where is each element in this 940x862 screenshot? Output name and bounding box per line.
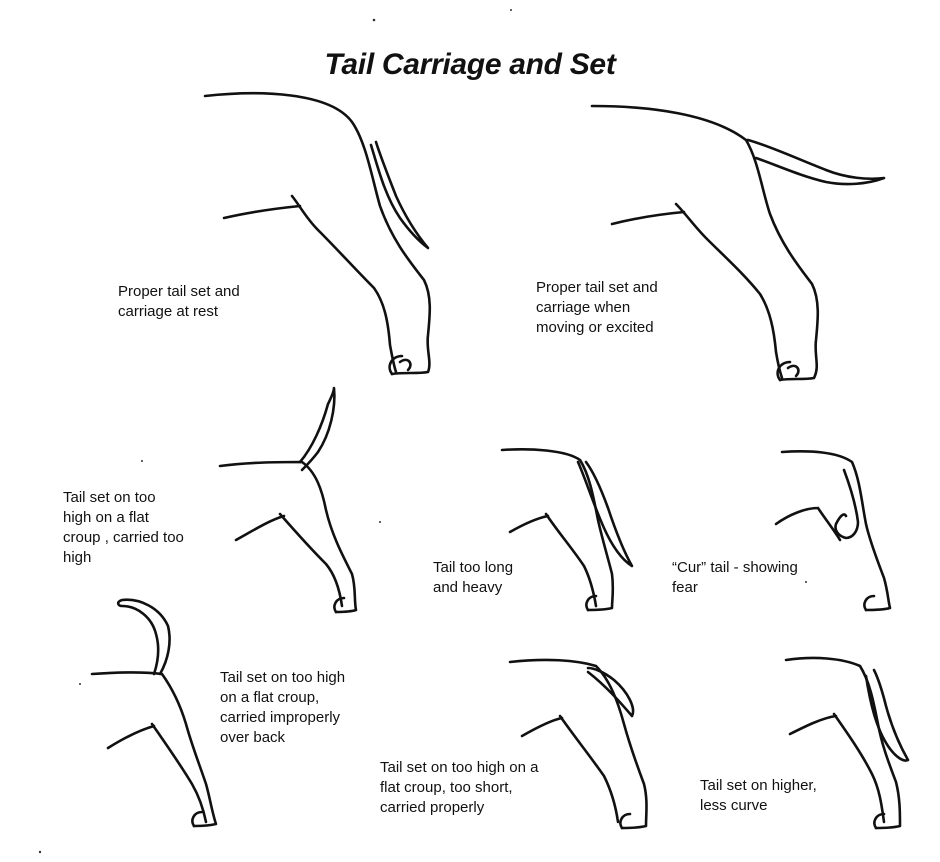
figure-moving-drawing xyxy=(590,104,886,382)
less-curve-tail xyxy=(864,668,910,762)
over-back-hind-leg xyxy=(106,722,208,824)
caption-rest: Proper tail set and carriage at rest xyxy=(118,283,240,320)
figure-cur-drawing xyxy=(774,450,892,612)
long-heavy-hind-leg xyxy=(508,512,598,608)
too-short-tail xyxy=(586,666,635,718)
scan-speck xyxy=(38,850,42,854)
caption-over-back: Tail set on too high on a flat croup, ca… xyxy=(220,669,346,746)
long-heavy-body-outline xyxy=(500,448,615,612)
long-heavy-tail xyxy=(576,460,634,568)
scan-speck xyxy=(379,521,381,523)
over-back-tail xyxy=(116,598,171,676)
caption-long-heavy: Tail too long and heavy xyxy=(433,559,514,596)
moving-tail xyxy=(746,138,886,186)
scan-speck xyxy=(79,683,81,685)
scan-speck xyxy=(510,9,512,11)
less-curve-hind-leg xyxy=(788,712,886,824)
too-short-paw xyxy=(619,812,632,830)
rest-paw xyxy=(388,354,412,376)
high-flat-tail xyxy=(298,386,336,472)
figure-rest-drawing xyxy=(203,92,432,376)
high-flat-paw xyxy=(333,596,346,614)
caption-high-flat: Tail set on too high on a flat croup , c… xyxy=(63,489,184,566)
high-flat-body-outline xyxy=(218,460,358,614)
scan-speck xyxy=(805,581,807,583)
cur-body-outline xyxy=(780,450,892,612)
scan-speck xyxy=(141,460,143,462)
figure-too-short-drawing xyxy=(508,658,648,830)
over-back-body-outline xyxy=(90,671,218,828)
cur-hind-leg xyxy=(774,506,842,542)
rest-hind-leg xyxy=(222,194,398,374)
cur-paw xyxy=(863,594,876,612)
moving-hind-leg xyxy=(610,202,784,380)
too-short-body-outline xyxy=(508,658,648,830)
cur-tail xyxy=(834,468,860,540)
caption-less-curve: Tail set on higher, less curve xyxy=(700,777,817,814)
over-back-paw xyxy=(191,810,204,828)
diagram-title: Tail Carriage and Set xyxy=(324,48,616,81)
scan-speck xyxy=(372,18,376,22)
caption-too-short: Tail set on too high on a flat croup, to… xyxy=(380,759,539,816)
figure-high-flat-drawing xyxy=(218,386,358,614)
caption-cur: “Cur” tail - showing fear xyxy=(672,559,798,596)
rest-body-outline xyxy=(203,92,432,376)
moving-body-outline xyxy=(590,104,820,382)
figure-long-heavy-drawing xyxy=(500,448,634,612)
caption-moving: Proper tail set and carriage when moving… xyxy=(536,279,658,336)
rest-tail xyxy=(369,140,430,250)
figure-over-back-drawing xyxy=(90,598,218,828)
high-flat-hind-leg xyxy=(234,512,344,608)
less-curve-body-outline xyxy=(784,656,902,830)
too-short-hind-leg xyxy=(520,714,620,824)
figure-less-curve-drawing xyxy=(784,656,910,830)
